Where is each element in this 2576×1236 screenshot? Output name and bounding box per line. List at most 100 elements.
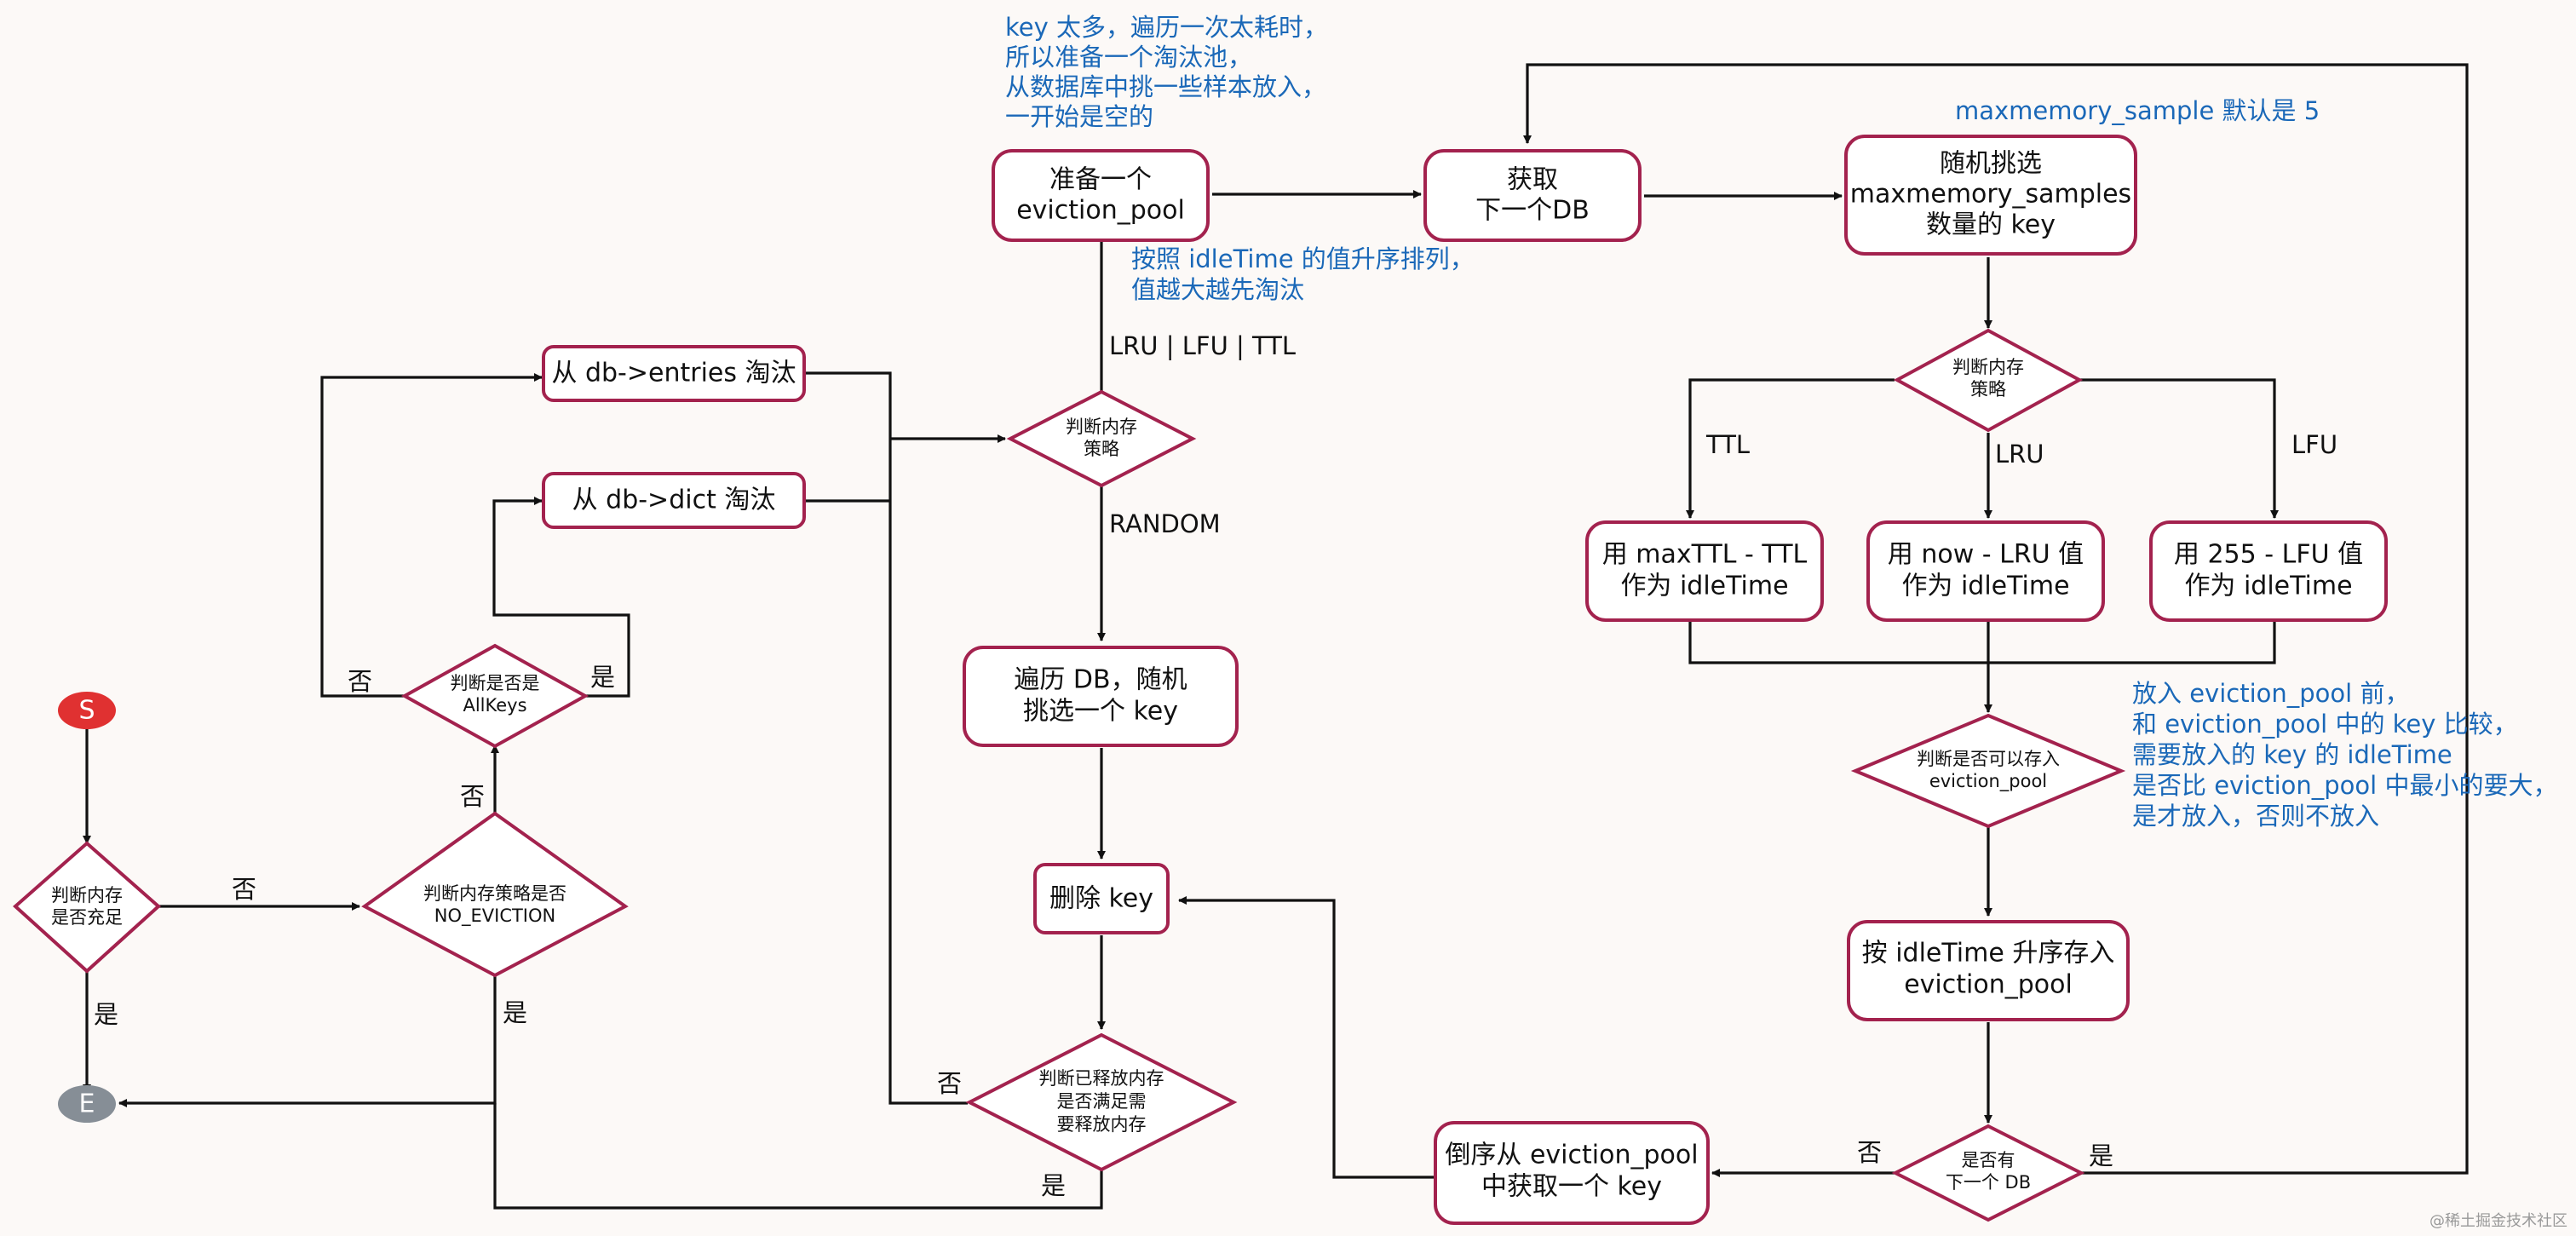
- check-allkeys-line-1: 判断是否是: [451, 673, 540, 693]
- prepare-pool-box: 准备一个 eviction_pool: [992, 149, 1210, 242]
- edges: [83, 63, 2469, 1210]
- check-allkeys-decision: 判断是否是 AllKeys: [400, 643, 589, 749]
- compare-note: 放入 eviction_pool 前， 和 eviction_pool 中的 k…: [2132, 679, 2557, 831]
- prepare-pool-line-1: 准备一个: [1049, 165, 1152, 195]
- label-memory-no: 否: [232, 875, 256, 904]
- label-random: RANDOM: [1109, 509, 1221, 538]
- sort-note-line-2: 值越大越先淘汰: [1131, 275, 1304, 304]
- edge-labels: 否 是 否 是 否 是 LRU | LFU | TTL RANDOM 否 是 T…: [94, 331, 2337, 1200]
- check-freed-line-2: 是否满足需: [1057, 1091, 1147, 1112]
- policy-left-line-1: 判断内存: [1066, 417, 1137, 437]
- from-entries-box: 从 db->entries 淘汰: [542, 345, 806, 402]
- from-dict-box: 从 db->dict 淘汰: [542, 472, 806, 529]
- label-lru-lfu-ttl: LRU | LFU | TTL: [1109, 331, 1296, 360]
- get-next-db-line-1: 获取: [1507, 165, 1558, 195]
- pool-note: key 太多，遍历一次太耗时， 所以准备一个淘汰池， 从数据库中挑一些样本放入，…: [1005, 13, 1328, 131]
- random-samples-box: 随机挑选 maxmemory_samples 数量的 key: [1844, 135, 2137, 256]
- edge-policy-ttl: [1686, 378, 1895, 519]
- has-next-db-line-2: 下一个 DB: [1946, 1172, 2031, 1193]
- policy-right-line-1: 判断内存: [1952, 357, 2024, 377]
- policy-right-line-2: 策略: [1970, 379, 2006, 400]
- has-next-db-decision: 是否有 下一个 DB: [1891, 1124, 2085, 1222]
- edge-no-eviction-yes: [118, 975, 497, 1107]
- edge-policy-lfu: [2079, 378, 2279, 519]
- label-next-db-no: 否: [1857, 1138, 1882, 1167]
- check-no-eviction-line-1: 判断内存策略是否: [423, 883, 566, 904]
- label-no-eviction-no: 否: [460, 782, 485, 811]
- start-node: S: [58, 692, 116, 729]
- random-pick-box: 遍历 DB，随机 挑选一个 key: [963, 646, 1239, 747]
- label-freed-no: 否: [937, 1069, 962, 1098]
- reverse-get-line-2: 中获取一个 key: [1481, 1172, 1662, 1202]
- check-freed-decision: 判断已释放内存 是否满足需 要释放内存: [965, 1032, 1238, 1172]
- lfu-value-box: 用 255 - LFU 值 作为 idleTime: [2149, 520, 2388, 622]
- check-freed-line-3: 要释放内存: [1057, 1114, 1147, 1135]
- check-memory-line-1: 判断内存: [51, 885, 123, 905]
- compare-note-line-2: 和 eviction_pool 中的 key 比较，: [2132, 710, 2518, 739]
- compare-note-line-5: 是才放入，否则不放入: [2132, 802, 2379, 831]
- compare-note-line-3: 需要放入的 key 的 idleTime: [2132, 740, 2452, 769]
- label-freed-yes: 是: [1041, 1171, 1066, 1200]
- ttl-value-line-2: 作为 idleTime: [1620, 572, 1788, 601]
- lfu-value-line-1: 用 255 - LFU 值: [2174, 540, 2363, 570]
- can-store-line-2: eviction_pool: [1929, 771, 2047, 792]
- pool-note-line-2: 所以准备一个淘汰池，: [1005, 43, 1252, 72]
- random-samples-line-2: maxmemory_samples: [1850, 180, 2131, 210]
- pool-note-line-4: 一开始是空的: [1005, 102, 1153, 131]
- label-allkeys-no: 否: [348, 667, 372, 696]
- label-memory-yes: 是: [94, 1000, 118, 1029]
- can-store-line-1: 判断是否可以存入: [1917, 749, 2060, 769]
- check-freed-line-1: 判断已释放内存: [1039, 1068, 1164, 1089]
- random-samples-line-1: 随机挑选: [1940, 149, 2042, 179]
- compare-note-line-4: 是否比 eviction_pool 中最小的要大，: [2132, 771, 2557, 800]
- reverse-get-box: 倒序从 eviction_pool 中获取一个 key: [1434, 1121, 1710, 1225]
- edge-reverse-to-delete: [1178, 896, 1435, 1179]
- label-lru: LRU: [1995, 440, 2044, 469]
- compare-note-line-1: 放入 eviction_pool 前，: [2132, 679, 2409, 708]
- lfu-value-line-2: 作为 idleTime: [2184, 572, 2352, 601]
- edge-allkeys-yes: [492, 497, 630, 698]
- watermark: @稀土掘金技术社区: [2429, 1212, 2567, 1230]
- end-terminal: [58, 1085, 116, 1123]
- policy-left-line-2: 策略: [1084, 439, 1119, 459]
- can-store-decision: 判断是否可以存入 eviction_pool: [1850, 713, 2126, 829]
- delete-key-label: 删除 key: [1049, 884, 1153, 914]
- random-samples-line-3: 数量的 key: [1926, 210, 2056, 240]
- label-lfu: LFU: [2291, 430, 2337, 459]
- prepare-pool-line-2: eviction_pool: [1016, 196, 1185, 226]
- reverse-get-line-1: 倒序从 eviction_pool: [1445, 1141, 1698, 1170]
- sample-note: maxmemory_sample 默认是 5: [1955, 96, 2320, 125]
- label-next-db-yes: 是: [2089, 1141, 2113, 1170]
- edge-next-db-yes: [1523, 63, 2469, 1175]
- edge-allkeys-no: [320, 373, 543, 698]
- lru-value-line-1: 用 now - LRU 值: [1888, 540, 2084, 570]
- from-entries-label: 从 db->entries 淘汰: [551, 359, 796, 388]
- check-memory-decision: 判断内存 是否充足: [12, 841, 162, 974]
- random-pick-line-1: 遍历 DB，随机: [1014, 665, 1187, 695]
- check-no-eviction-decision: 判断内存策略是否 NO_EVICTION: [361, 811, 629, 978]
- policy-left-decision: 判断内存 策略: [1006, 389, 1197, 488]
- end-node: E: [58, 1085, 116, 1123]
- from-dict-label: 从 db->dict 淘汰: [572, 486, 776, 515]
- has-next-db-line-1: 是否有: [1962, 1150, 2015, 1170]
- start-terminal: [58, 692, 116, 729]
- store-asc-line-1: 按 idleTime 升序存入: [1862, 939, 2115, 969]
- check-allkeys-line-2: AllKeys: [463, 695, 526, 716]
- edge-entries-merge: [804, 371, 968, 1105]
- check-memory-line-2: 是否充足: [51, 907, 123, 928]
- sort-note: 按照 idleTime 的值升序排列， 值越大越先淘汰: [1131, 244, 1475, 304]
- edge-freed-yes: [493, 1103, 1103, 1210]
- pool-note-line-1: key 太多，遍历一次太耗时，: [1005, 13, 1328, 42]
- ttl-value-line-1: 用 maxTTL - TTL: [1602, 540, 1808, 570]
- store-asc-box: 按 idleTime 升序存入 eviction_pool: [1847, 920, 2130, 1021]
- random-pick-line-2: 挑选一个 key: [1023, 697, 1178, 727]
- label-no-eviction-yes: 是: [503, 998, 527, 1027]
- get-next-db-line-2: 下一个DB: [1475, 196, 1590, 226]
- get-next-db-box: 获取 下一个DB: [1423, 149, 1642, 242]
- store-asc-line-2: eviction_pool: [1904, 970, 2073, 1000]
- edge-values-merge: [1688, 620, 2276, 664]
- sort-note-line-1: 按照 idleTime 的值升序排列，: [1131, 244, 1475, 273]
- label-ttl: TTL: [1705, 430, 1750, 459]
- delete-key-box: 删除 key: [1033, 863, 1170, 934]
